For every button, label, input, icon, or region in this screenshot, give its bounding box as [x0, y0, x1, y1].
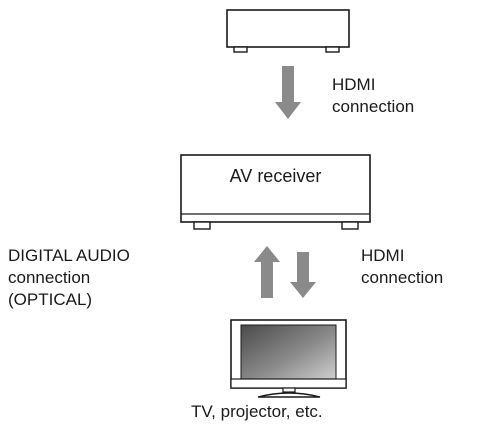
- digital-audio-label: DIGITAL AUDIO connection (OPTICAL): [8, 245, 130, 311]
- digital-audio-label-line2: connection: [8, 268, 91, 287]
- av-receiver-label: AV receiver: [229, 165, 322, 186]
- tv-icon: [230, 319, 347, 398]
- hdmi-bottom-label-line1: HDMI: [361, 246, 405, 265]
- hdmi-top-label: HDMI connection: [332, 74, 414, 118]
- optical-arrow-up: [254, 246, 280, 298]
- tv-caption: TV, projector, etc.: [191, 402, 323, 421]
- hdmi-top-label-line2: connection: [332, 97, 415, 116]
- hdmi-bottom-label: HDMI connection: [361, 245, 443, 289]
- hdmi-top-label-line1: HDMI: [332, 75, 376, 94]
- av-receiver-icon: [180, 154, 371, 230]
- hdmi-arrow-down-top: [275, 66, 301, 119]
- hdmi-arrow-down-bottom: [290, 252, 316, 298]
- digital-audio-label-line1: DIGITAL AUDIO: [8, 246, 130, 265]
- digital-audio-label-line3: (OPTICAL): [8, 290, 93, 309]
- hdmi-bottom-label-line2: connection: [361, 268, 444, 287]
- source-device-icon: [226, 9, 350, 53]
